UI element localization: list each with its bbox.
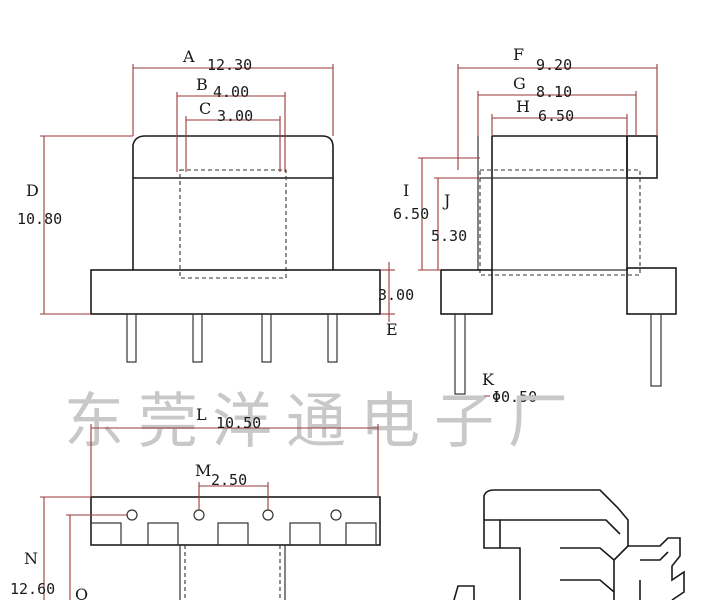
dim-o-letter: O: [75, 585, 88, 600]
side-base-left: [440, 269, 493, 315]
bottom-notch-3: [217, 522, 249, 546]
bottom-notch-2: [147, 522, 179, 546]
dim-k-value: Φ0.50: [492, 388, 537, 406]
dim-e-value: 3.00: [378, 286, 414, 304]
bottom-hole-3: [262, 509, 274, 521]
front-pin-1: [126, 313, 137, 363]
iso-right-step: [640, 551, 669, 561]
dim-a-letter: A: [182, 47, 195, 66]
dim-h-letter: H: [516, 97, 530, 116]
iso-lower-left: [453, 585, 475, 600]
dim-i-value: 6.50: [393, 205, 429, 223]
dim-b-value: 4.00: [213, 83, 249, 101]
front-top-flange: [132, 135, 334, 179]
iso-flange-front: [483, 519, 501, 549]
dim-c-value: 3.00: [217, 107, 253, 125]
front-pin-3: [261, 313, 272, 363]
dim-n-letter: N: [24, 549, 38, 568]
dim-i-letter: I: [403, 181, 409, 200]
side-pin-left: [454, 313, 466, 395]
dim-l-letter: L: [196, 405, 207, 424]
front-hidden-core: [179, 169, 287, 279]
side-pin-right: [650, 313, 662, 387]
iso-right-block: [628, 537, 685, 600]
iso-core-left: [500, 547, 521, 600]
dim-b-letter: B: [196, 75, 208, 94]
dim-n-value: 12.60: [10, 580, 55, 598]
dim-a-value: 12.30: [207, 56, 252, 74]
dim-h-value: 6.50: [538, 107, 574, 125]
dim-d-value: 10.80: [17, 210, 62, 228]
front-base: [90, 269, 381, 315]
dim-d-letter: D: [26, 181, 39, 200]
side-hidden-core: [479, 169, 641, 276]
dim-j-value: 5.30: [431, 227, 467, 245]
bottom-base: [90, 496, 381, 546]
front-pin-4: [327, 313, 338, 363]
front-view: A 12.30 B 4.00 C 3.00 D 10.80 3.00 E: [17, 47, 414, 363]
side-top-flange: [626, 135, 658, 179]
front-pin-2: [192, 313, 203, 363]
bottom-hole-1: [126, 509, 138, 521]
side-view: F 9.20 G 8.10 H 6.50 I J 6.50 5.30 K Φ0.…: [393, 45, 677, 406]
dim-j-letter: J: [442, 191, 450, 210]
bottom-notch-4: [289, 522, 321, 546]
dim-e-letter: E: [386, 320, 398, 339]
iso-flange-edge: [500, 519, 621, 535]
iso-core-edge: [560, 547, 615, 561]
dim-c-letter: C: [199, 99, 211, 118]
bottom-view: L 10.50 M 2.50 N 12.60 O: [10, 405, 381, 600]
iso-top-flange: [483, 489, 629, 600]
dim-m-value: 2.50: [211, 471, 247, 489]
bottom-notch-5: [345, 522, 377, 546]
isometric-view: [453, 489, 685, 600]
side-base-right: [626, 267, 677, 315]
dim-g-value: 8.10: [536, 83, 572, 101]
dim-g-letter: G: [513, 74, 526, 93]
dim-l-value: 10.50: [216, 414, 261, 432]
dim-m-letter: M: [195, 461, 211, 480]
bottom-hole-4: [330, 509, 342, 521]
dim-f-value: 9.20: [536, 56, 572, 74]
dim-k-letter: K: [482, 370, 495, 389]
iso-lower-edge: [560, 579, 615, 593]
dim-f-letter: F: [513, 45, 524, 64]
bottom-hole-2: [193, 509, 205, 521]
bottom-notch-1: [90, 522, 122, 546]
watermark: 东莞洋通电子厂: [64, 387, 582, 457]
